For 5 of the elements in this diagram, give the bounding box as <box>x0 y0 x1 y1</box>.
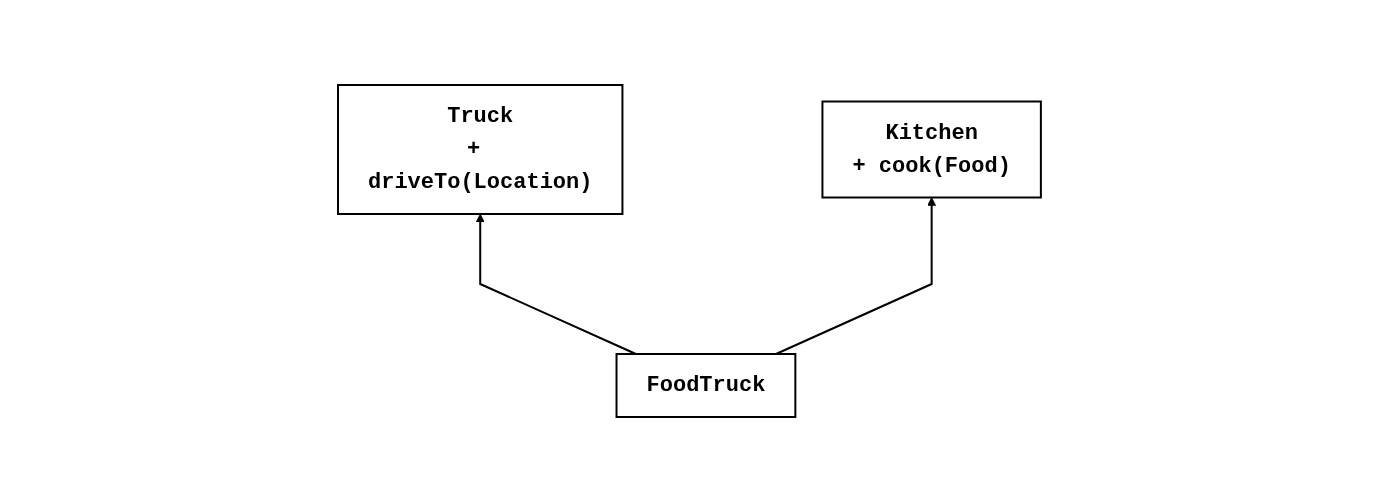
node-box: Kitchen + cook(Food) <box>821 100 1042 199</box>
arrow <box>475 213 637 355</box>
node-box: Truck + driveTo(Location) <box>337 84 624 215</box>
node-box: FoodTruck <box>615 353 797 418</box>
arrow <box>775 197 937 355</box>
